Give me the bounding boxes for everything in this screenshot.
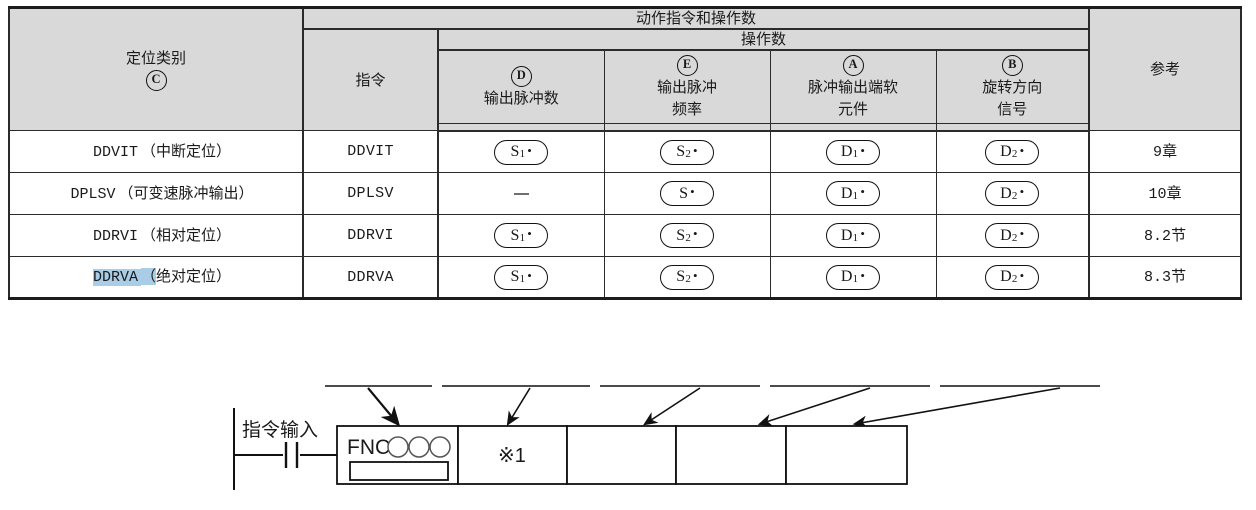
row-category-desc: （可变速脉冲输出） bbox=[118, 184, 254, 202]
row-instruction: DDRVA bbox=[302, 256, 439, 301]
header-operand-d-line1: 输出脉冲数 bbox=[483, 89, 559, 107]
header-operand-d: D 输出脉冲数 bbox=[437, 49, 605, 124]
fnc-number-field bbox=[349, 461, 449, 481]
positioning-instruction-table: 定位类别 C 动作指令和操作数 参考 指令 操作数 D 输出脉冲数 E bbox=[8, 5, 1243, 301]
operand-pill: S• bbox=[660, 181, 714, 207]
row-category: DDRVI （相对定位） bbox=[8, 214, 304, 258]
ladder-note-label: ※1 bbox=[498, 445, 526, 467]
fnc-placeholder-circles bbox=[387, 436, 451, 458]
row-reference: 10章 bbox=[1088, 172, 1243, 216]
row-instruction: DDRVI bbox=[302, 214, 439, 258]
marker-d-icon: D bbox=[510, 65, 532, 87]
header-operand-b-line2: 信号 bbox=[997, 100, 1028, 118]
row-category: DPLSV （可变速脉冲输出） bbox=[8, 172, 304, 216]
row-reference: 8.3节 bbox=[1088, 256, 1243, 301]
header-operand-b: B 旋转方向 信号 bbox=[935, 49, 1091, 124]
callout-arrows bbox=[367, 387, 401, 427]
row-reference: 8.2节 bbox=[1088, 214, 1243, 258]
table-header: 定位类别 C 动作指令和操作数 参考 指令 操作数 D 输出脉冲数 E bbox=[8, 5, 1243, 132]
row-category: DDVIT （中断定位） bbox=[8, 130, 304, 174]
ladder-fnc-label: FNC bbox=[347, 436, 390, 459]
header-operand-b-line1: 旋转方向 bbox=[982, 79, 1043, 97]
power-rail bbox=[233, 408, 337, 490]
marker-e-icon: E bbox=[676, 55, 698, 77]
row-instruction: DPLSV bbox=[302, 172, 439, 216]
header-reference: 参考 bbox=[1088, 5, 1243, 132]
row-category-code: DDVIT bbox=[92, 143, 141, 161]
row-operand bbox=[437, 172, 605, 216]
row-instruction: DDVIT bbox=[302, 130, 439, 174]
marker-b-icon: B bbox=[1001, 55, 1023, 77]
ladder-input-label: 指令输入 bbox=[242, 419, 318, 441]
header-category-label: 定位类别 bbox=[125, 49, 186, 67]
operand-none-dash bbox=[513, 193, 529, 196]
header-category: 定位类别 C bbox=[8, 5, 304, 132]
no-contact-icon bbox=[284, 442, 299, 468]
header-operand-e-line2: 频率 bbox=[671, 100, 702, 118]
row-category-code: DPLSV bbox=[70, 185, 119, 203]
row-category-desc: （绝对定位） bbox=[140, 268, 232, 286]
row-category-desc: （中断定位） bbox=[141, 142, 232, 160]
ladder-diagram: 指令输入 FNC ※1 bbox=[0, 372, 1256, 510]
header-operand-e: E 输出脉冲 频率 bbox=[603, 49, 771, 124]
header-instruction: 指令 bbox=[302, 28, 439, 132]
header-operand-a-line2: 元件 bbox=[837, 100, 868, 118]
header-operand-group: 操作数 bbox=[437, 28, 1090, 52]
row-reference: 9章 bbox=[1088, 130, 1243, 174]
header-operand-e-line1: 输出脉冲 bbox=[656, 79, 717, 97]
header-operand-a: A 脉冲输出端软 元件 bbox=[769, 49, 937, 124]
row-category-desc: （相对定位） bbox=[141, 226, 232, 244]
row-operand: S• bbox=[603, 172, 771, 216]
row-category-code: DDRVI bbox=[92, 227, 141, 245]
row-category-code: DDRVA bbox=[92, 269, 141, 287]
row-category: DDRVA （绝对定位） bbox=[8, 256, 304, 301]
marker-c-icon: C bbox=[145, 69, 167, 91]
marker-a-icon: A bbox=[842, 55, 864, 77]
header-operation-group: 动作指令和操作数 bbox=[302, 6, 1090, 31]
header-operand-a-line1: 脉冲输出端软 bbox=[807, 79, 898, 97]
